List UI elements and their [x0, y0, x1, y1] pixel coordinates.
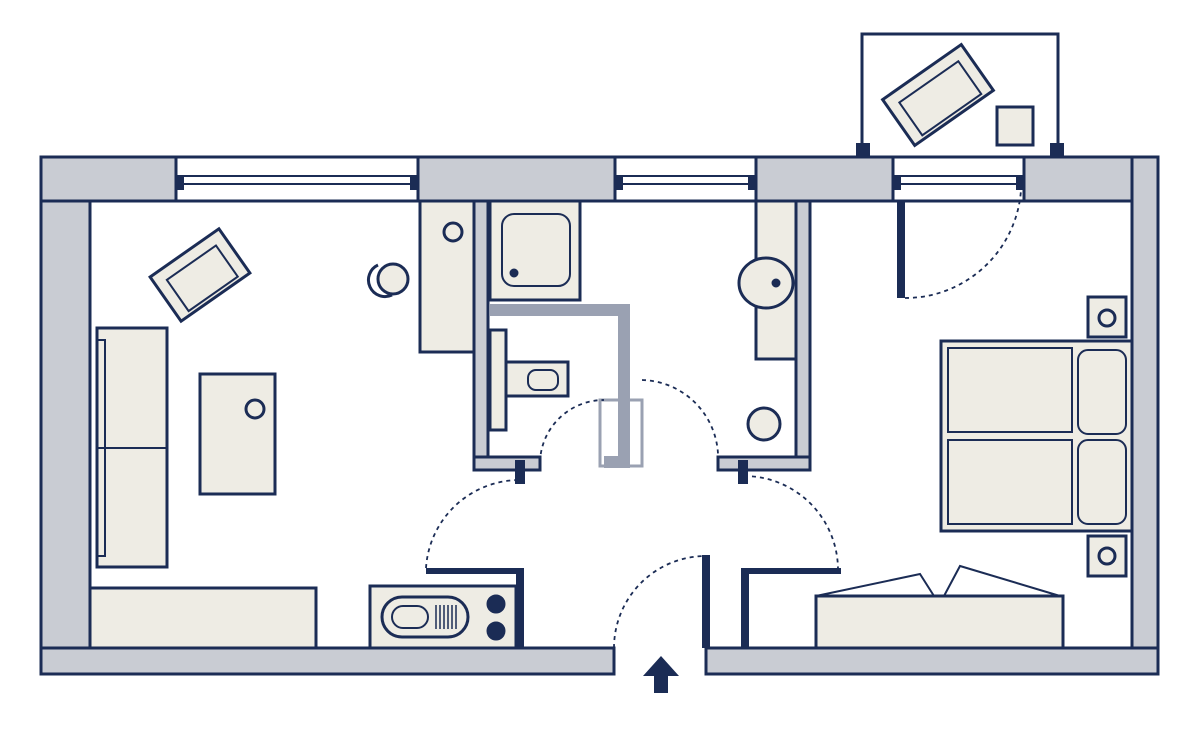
entry-jamb-left [702, 555, 710, 648]
dresser-door-left [815, 572, 935, 597]
window-bedroom-post-right [1016, 176, 1024, 190]
balcony-side-table [995, 105, 1035, 147]
toilet-tank [488, 328, 508, 432]
wardrobe-knob [442, 221, 464, 243]
window-bedroom-post-left [893, 176, 901, 190]
pillow-bottom [1077, 439, 1127, 525]
outer-wall-right [1130, 155, 1160, 676]
outer-wall-bottom-right [704, 646, 1160, 676]
dresser [814, 594, 1065, 650]
bedroom-door-post [897, 190, 905, 298]
bed-blanket-top [947, 347, 1073, 433]
bath-wall-bottom-right [716, 455, 812, 472]
duct-end [598, 398, 644, 468]
stove-burner-top [486, 594, 506, 614]
arrow-up-icon [643, 656, 679, 693]
bath-wall-left [472, 199, 490, 472]
armchair-seat [165, 244, 240, 313]
balcony-armchair-body [880, 42, 996, 148]
duct-line [490, 304, 630, 468]
door-arc-bathroom-right [641, 379, 719, 463]
bath-wall-bottom-left [472, 455, 542, 472]
window-bathroom-post-left [615, 176, 623, 190]
door-arc-living-room [425, 479, 521, 569]
outer-wall-top-right-a [754, 155, 895, 203]
shower-drain [509, 268, 519, 278]
washbasin-drain [771, 278, 781, 288]
washbasin [737, 256, 795, 310]
hall-wall-right [741, 568, 749, 648]
window-bedroom-frame [891, 155, 1026, 203]
window-bedroom [891, 155, 1026, 203]
door-arc-bedroom [743, 475, 839, 571]
balcony-post-right [1050, 143, 1064, 157]
bath-wall-right [794, 199, 812, 472]
counter [88, 586, 318, 650]
window-living-room-post-right [410, 176, 418, 190]
balcony-armchair-seat [897, 59, 983, 137]
nightstand-bottom-lamp [1097, 546, 1117, 566]
washing-machine [746, 406, 782, 442]
chair-back [366, 263, 393, 299]
outer-wall-bottom-left [39, 646, 616, 676]
balcony-armchair [880, 42, 996, 148]
ventilation-duct [490, 304, 644, 468]
balcony [856, 32, 1064, 159]
door-arc-balcony [904, 189, 1022, 299]
nightstand-top-lamp [1097, 308, 1117, 328]
door-frame-living-room [515, 460, 525, 484]
table [198, 372, 277, 496]
outer-wall-top-mid [416, 155, 617, 203]
window-living-room-post-left [176, 176, 184, 190]
dresser-door-right [943, 564, 1061, 597]
window-bathroom-post-right [748, 176, 756, 190]
shower-tray [501, 213, 571, 287]
outer-wall-left [39, 155, 92, 676]
window-bathroom [613, 155, 758, 203]
hall-wall-right-top [741, 568, 841, 574]
stove-burner-bottom [486, 621, 506, 641]
furniture [88, 199, 1134, 650]
door-arc-entrance [613, 555, 707, 649]
armchair-body [148, 226, 252, 324]
window-bathroom-frame [613, 155, 758, 203]
chair-seat [376, 262, 410, 296]
table-lamp [244, 398, 266, 420]
doors [425, 189, 1022, 649]
sofa-back [96, 339, 106, 557]
window-living-room [174, 155, 420, 203]
outer-wall-top-left [39, 155, 178, 203]
window-living-room-frame [174, 155, 420, 203]
walls [39, 155, 1160, 676]
hall-wall-left [516, 568, 524, 648]
armchair-living-room [148, 226, 252, 324]
windows [174, 155, 1026, 203]
sink-inner [391, 605, 429, 629]
entrance [643, 656, 679, 693]
door-frame-bedroom [738, 460, 748, 484]
toilet-seat [527, 369, 559, 391]
door-arc-bathroom-left [539, 399, 605, 463]
pillow-top [1077, 349, 1127, 435]
hall-wall-left-top [426, 568, 524, 574]
balcony-post-left [856, 143, 870, 157]
bed-blanket-bottom [947, 439, 1073, 525]
sink-basin [380, 595, 470, 639]
